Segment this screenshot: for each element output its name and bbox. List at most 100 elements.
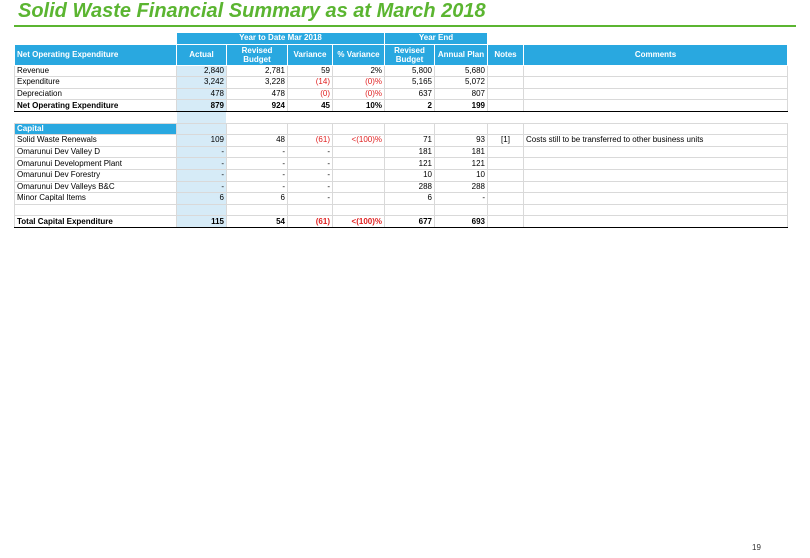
pct-variance-cell: (0)% — [332, 87, 385, 101]
ye-revised-cell: 637 — [384, 87, 435, 101]
actual-cell: - — [176, 180, 227, 194]
ye-revised-cell: 5,800 — [384, 64, 435, 78]
table-row: Omarunui Dev Valley D - - - 181 181 — [14, 145, 788, 159]
notes-cell — [487, 64, 524, 78]
total-pct-variance: <(100)% — [332, 215, 385, 228]
revised-cell: 48 — [226, 134, 288, 147]
row-label: Omarunui Development Plant — [14, 157, 177, 170]
table-row: Omarunui Dev Valleys B&C - - - 288 288 — [14, 180, 788, 194]
ye-revised-cell: 10 — [384, 168, 435, 182]
actual-cell: - — [176, 168, 227, 182]
actual-cell: - — [176, 157, 227, 170]
notes-cell — [487, 157, 524, 170]
notes-cell: [1] — [487, 134, 524, 147]
comments-cell — [523, 145, 788, 159]
total-ye-revised: 2 — [384, 99, 435, 112]
annual-plan-cell: - — [434, 192, 488, 205]
actual-cell: - — [176, 145, 227, 159]
ye-revised-cell: 288 — [384, 180, 435, 194]
variance-cell: (14) — [287, 76, 333, 89]
annual-plan-cell: 5,072 — [434, 76, 488, 89]
revised-cell: - — [226, 168, 288, 182]
total-label: Net Operating Expenditure — [14, 99, 177, 112]
col-header-annual-plan: Annual Plan — [434, 43, 488, 66]
pct-variance-cell: 2% — [332, 64, 385, 78]
revised-cell: 6 — [226, 192, 288, 205]
spacer-row — [14, 110, 788, 124]
col-header-comments: Comments — [523, 43, 788, 66]
total-ye-revised: 677 — [384, 215, 435, 228]
comments-cell: Costs still to be transferred to other b… — [523, 134, 788, 147]
annual-plan-cell: 93 — [434, 134, 488, 147]
capital-heading: Capital — [14, 122, 177, 136]
ytd-group-header: Year to Date Mar 2018 — [176, 32, 385, 45]
variance-cell: (61) — [287, 134, 333, 147]
actual-cell: 2,840 — [176, 64, 227, 78]
row-label: Solid Waste Renewals — [14, 134, 177, 147]
comments-cell — [523, 157, 788, 170]
pct-variance-cell — [332, 157, 385, 170]
total-revised: 924 — [226, 99, 288, 112]
table-row: Expenditure 3,242 3,228 (14) (0)% 5,165 … — [14, 76, 788, 89]
group-header-row: Year to Date Mar 2018 Year End — [14, 32, 788, 45]
ye-revised-cell: 181 — [384, 145, 435, 159]
variance-cell: - — [287, 192, 333, 205]
col-header-actual: Actual — [176, 43, 227, 66]
total-revised: 54 — [226, 215, 288, 228]
total-actual: 115 — [176, 215, 227, 228]
ye-revised-cell: 121 — [384, 157, 435, 170]
blank-row — [14, 203, 788, 217]
capital-section-header: Capital — [14, 122, 788, 136]
comments-cell — [523, 76, 788, 89]
table-row: Revenue 2,840 2,781 59 2% 5,800 5,680 — [14, 64, 788, 78]
variance-cell: - — [287, 180, 333, 194]
page-title: Solid Waste Financial Summary as at Marc… — [18, 0, 486, 22]
annual-plan-cell: 807 — [434, 87, 488, 101]
revised-cell: - — [226, 180, 288, 194]
col-header-notes: Notes — [487, 43, 524, 66]
notes-cell — [487, 180, 524, 194]
table-row: Omarunui Development Plant - - - 121 121 — [14, 157, 788, 170]
total-row: Net Operating Expenditure 879 924 45 10%… — [14, 99, 788, 112]
notes-cell — [487, 192, 524, 205]
actual-cell: 109 — [176, 134, 227, 147]
row-label: Expenditure — [14, 76, 177, 89]
pct-variance-cell — [332, 180, 385, 194]
variance-cell: (0) — [287, 87, 333, 101]
row-label: Omarunui Dev Valley D — [14, 145, 177, 159]
annual-plan-cell: 181 — [434, 145, 488, 159]
notes-cell — [487, 145, 524, 159]
notes-cell — [487, 87, 524, 101]
col-header-variance: Variance — [287, 43, 333, 66]
revised-cell: - — [226, 145, 288, 159]
actual-cell: 3,242 — [176, 76, 227, 89]
ye-revised-cell: 5,165 — [384, 76, 435, 89]
col-header-label: Net Operating Expenditure — [14, 43, 177, 66]
variance-cell: 59 — [287, 64, 333, 78]
variance-cell: - — [287, 157, 333, 170]
total-actual: 879 — [176, 99, 227, 112]
table-row: Omarunui Dev Forestry - - - 10 10 — [14, 168, 788, 182]
pct-variance-cell — [332, 145, 385, 159]
pct-variance-cell — [332, 168, 385, 182]
total-annual-plan: 199 — [434, 99, 488, 112]
table-row: Minor Capital Items 6 6 - 6 - — [14, 192, 788, 205]
comments-cell — [523, 180, 788, 194]
notes-cell — [487, 168, 524, 182]
total-variance: 45 — [287, 99, 333, 112]
variance-cell: - — [287, 145, 333, 159]
pct-variance-cell: <(100)% — [332, 134, 385, 147]
total-variance: (61) — [287, 215, 333, 228]
revised-cell: - — [226, 157, 288, 170]
row-label: Omarunui Dev Valleys B&C — [14, 180, 177, 194]
revised-cell: 2,781 — [226, 64, 288, 78]
total-label: Total Capital Expenditure — [14, 215, 177, 228]
total-pct-variance: 10% — [332, 99, 385, 112]
annual-plan-cell: 5,680 — [434, 64, 488, 78]
comments-cell — [523, 168, 788, 182]
col-header-pct-variance: % Variance — [332, 43, 385, 66]
comments-cell — [523, 64, 788, 78]
revised-cell: 478 — [226, 87, 288, 101]
variance-cell: - — [287, 168, 333, 182]
pct-variance-cell — [332, 192, 385, 205]
